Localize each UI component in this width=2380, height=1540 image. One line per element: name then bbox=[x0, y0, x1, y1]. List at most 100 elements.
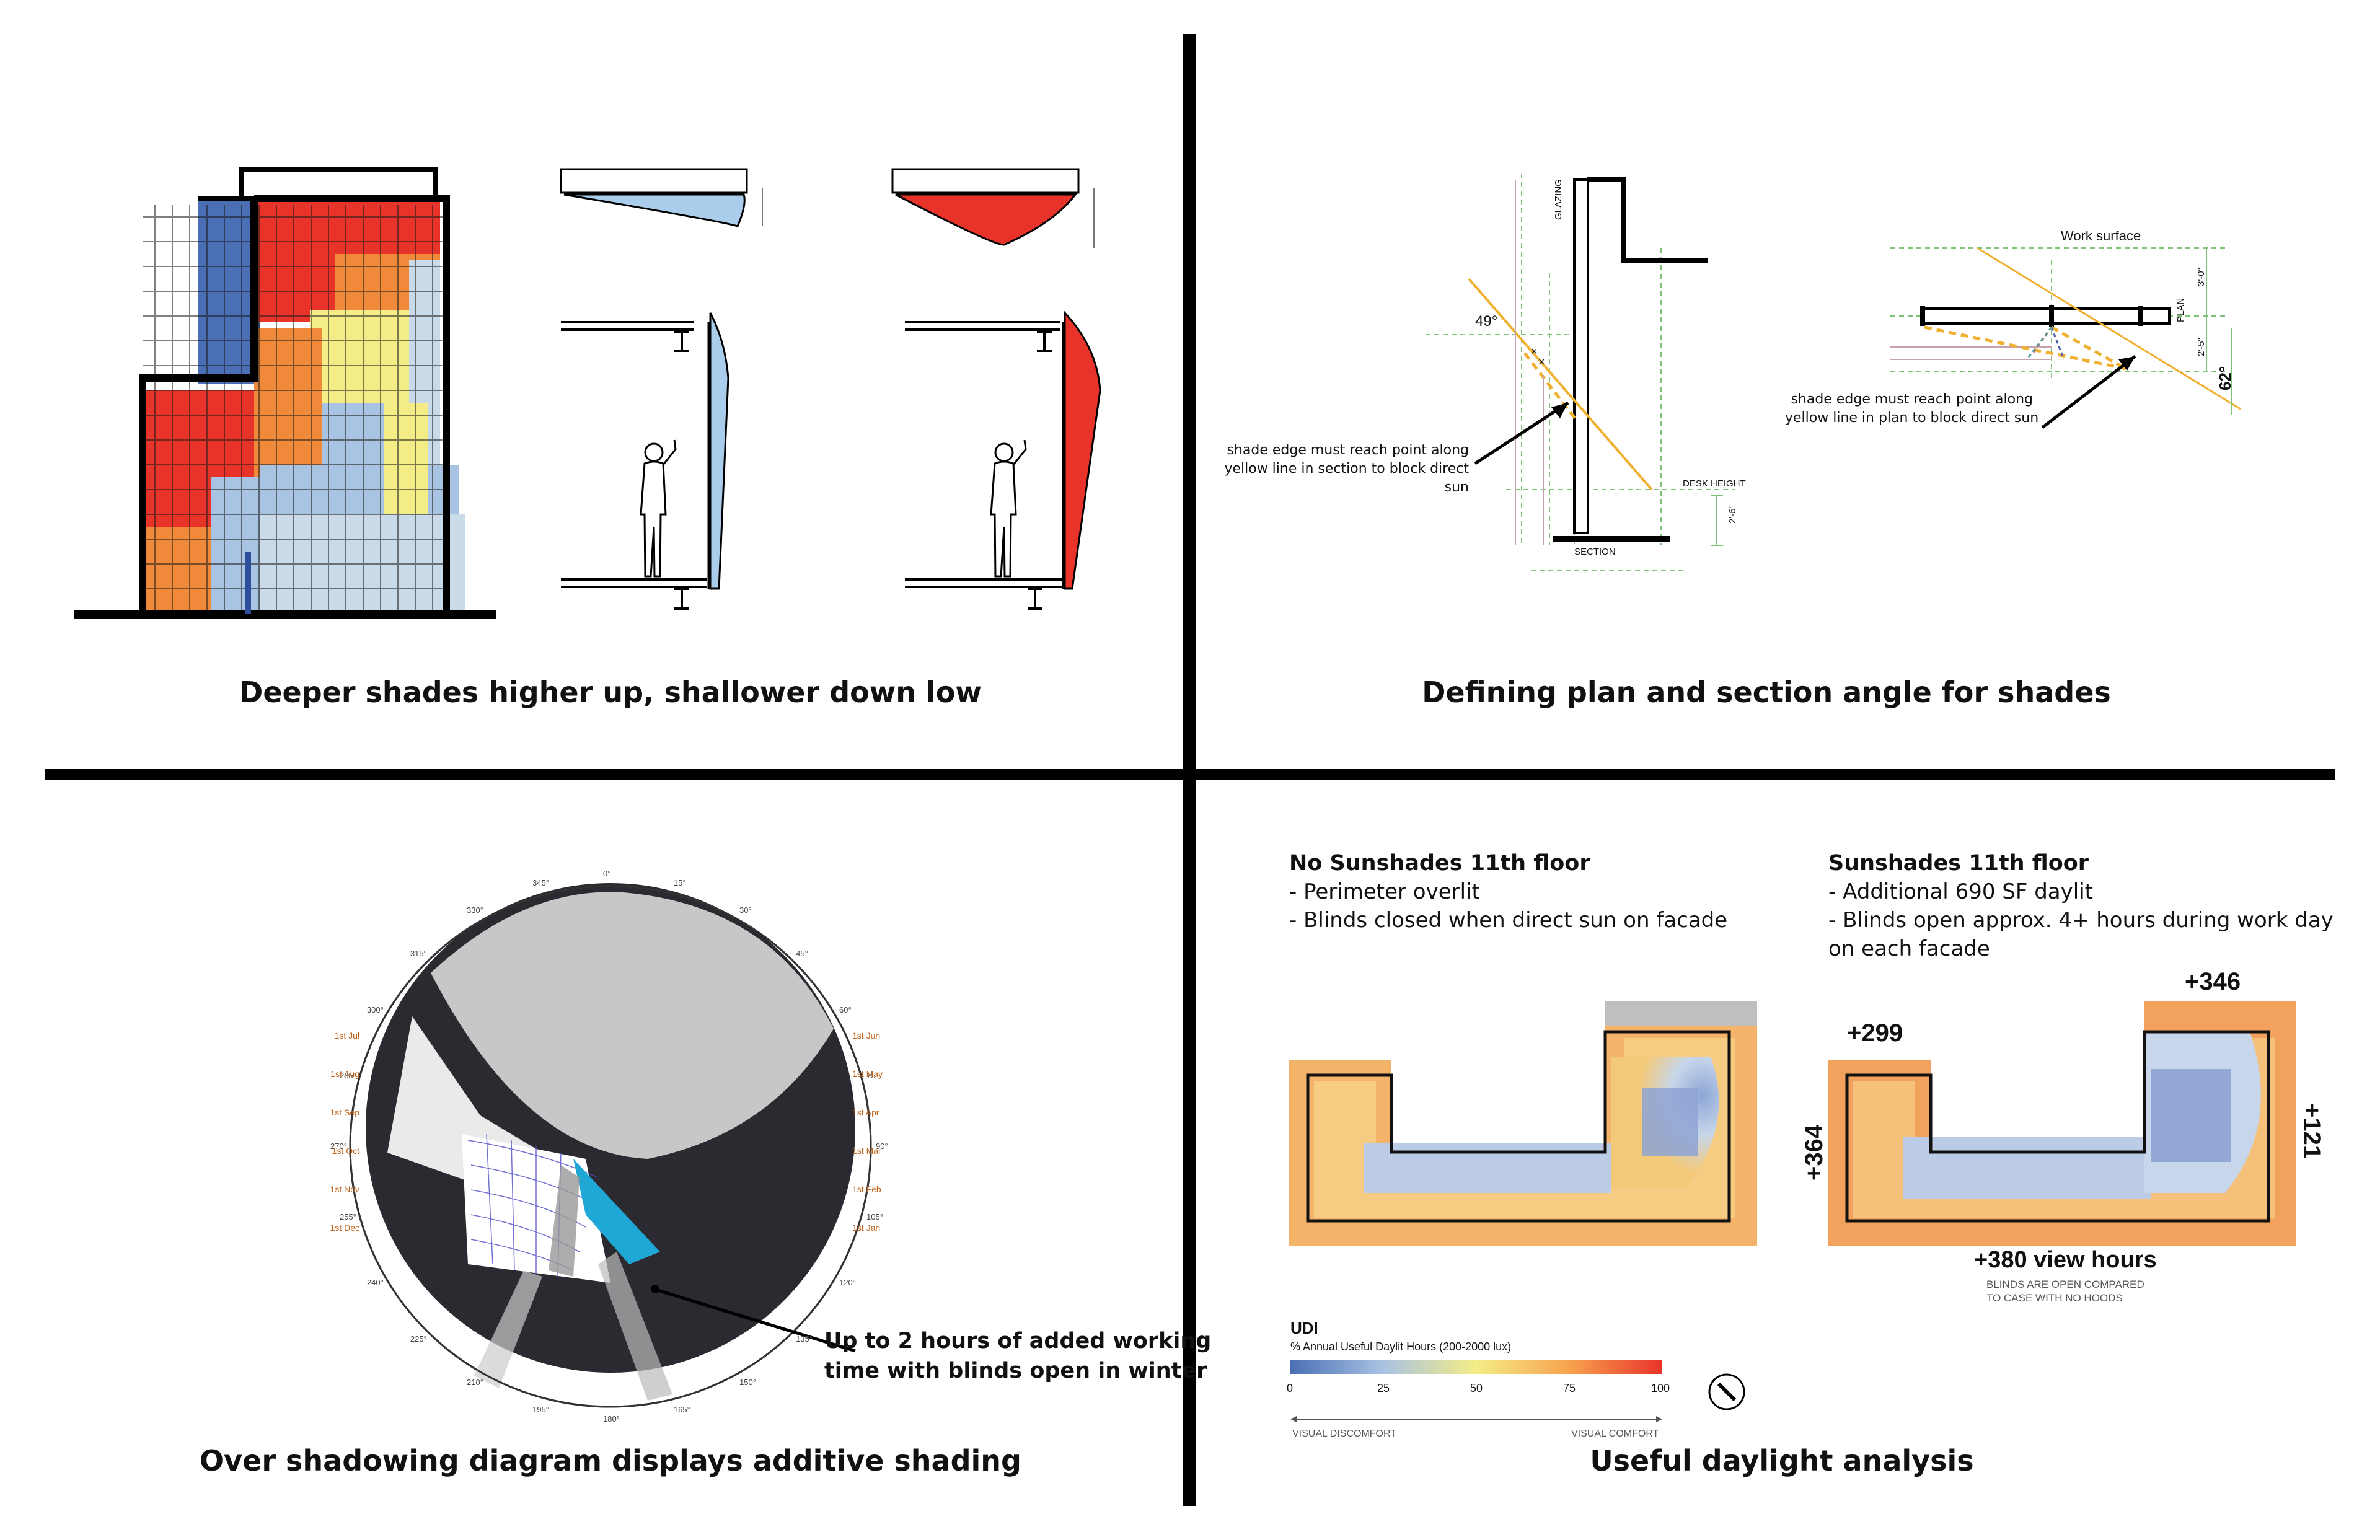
sunshades-bullet: - Blinds open approx. 4+ hours during wo… bbox=[1828, 908, 2334, 933]
visual-discomfort-label: VISUAL DISCOMFORT bbox=[1292, 1428, 1397, 1439]
north-arrow-icon bbox=[1708, 1373, 1745, 1410]
date-label: 1st Nov bbox=[330, 1184, 359, 1194]
caption-top-right: Defining plan and section angle for shad… bbox=[1422, 675, 2111, 709]
compass-degree-label: 330° bbox=[467, 905, 483, 915]
plan-dim-top: 3'-0" bbox=[2196, 268, 2206, 286]
compass-degree-label: 30° bbox=[739, 905, 752, 915]
deep-shade-detail bbox=[891, 168, 1101, 610]
obstruction-sky bbox=[431, 892, 834, 1159]
udi-legend-title: UDI bbox=[1290, 1319, 1318, 1337]
callout-line-1: Up to 2 hours of added working bbox=[824, 1329, 1212, 1353]
compass-degree-label: 15° bbox=[673, 878, 686, 887]
compass-degree-label: 60° bbox=[839, 1005, 852, 1014]
no-sunshades-bullet: - Perimeter overlit bbox=[1289, 879, 1480, 904]
shallow-shade-detail bbox=[560, 168, 763, 610]
udi-floorplan-no-sunshades bbox=[1289, 1001, 1757, 1246]
svg-text:×: × bbox=[1531, 345, 1538, 358]
plan-dim-bottom: 2'-5" bbox=[2196, 338, 2206, 356]
date-labels-left: 1st Jul 1st Aug 1st Sep 1st Oct 1st Nov … bbox=[322, 1016, 359, 1247]
overshadow-callout: Up to 2 hours of added working time with… bbox=[824, 1326, 1211, 1386]
compass-degree-label: 255° bbox=[339, 1212, 356, 1221]
compass-degree-label: 90° bbox=[876, 1142, 888, 1151]
date-label: 1st Dec bbox=[330, 1223, 359, 1233]
delta-bottom-note: BLINDS ARE OPEN COMPARED TO CASE WITH NO… bbox=[1986, 1278, 2144, 1305]
udi-color-bar bbox=[1290, 1360, 1662, 1374]
section-note: shade edge must reach point along yellow… bbox=[1215, 441, 1469, 497]
date-label: 1st Apr bbox=[852, 1107, 879, 1117]
delta-right: +121 bbox=[2298, 1103, 2325, 1159]
delta-top-right: +346 bbox=[2185, 968, 2241, 995]
sunshades-notes: Sunshades 11th floor - Additional 690 SF… bbox=[1828, 849, 2334, 963]
shade-plan-top bbox=[560, 168, 748, 194]
date-label: 1st Sep bbox=[330, 1107, 359, 1117]
compass-degree-label: 150° bbox=[739, 1378, 756, 1388]
compass-degree-label: 45° bbox=[796, 948, 808, 958]
compass-degree-label: 270° bbox=[330, 1142, 347, 1151]
sunshades-bullet: on each facade bbox=[1828, 936, 1990, 961]
section-angle-label: 49° bbox=[1475, 313, 1498, 330]
human-figure-1 bbox=[640, 439, 677, 578]
section-sun-line bbox=[1468, 278, 1653, 491]
date-label: 1st Oct bbox=[332, 1146, 359, 1156]
deep-fin bbox=[1064, 310, 1101, 590]
overshadowing-sun-path-diagram bbox=[349, 883, 872, 1408]
added-shading-highlight bbox=[573, 1159, 660, 1264]
section-dim-label: 2'-6" bbox=[1727, 505, 1738, 524]
compass-degree-label: 195° bbox=[532, 1405, 549, 1414]
caption-bottom-right: Useful daylight analysis bbox=[1590, 1444, 1974, 1477]
date-label: 1st May bbox=[852, 1069, 883, 1079]
compass-degree-label: 210° bbox=[467, 1378, 483, 1388]
shallow-fin bbox=[709, 312, 729, 590]
plan-note-line-1: shade edge must reach point along bbox=[1791, 392, 2034, 407]
section-note-line-1: shade edge must reach point along bbox=[1227, 442, 1470, 458]
no-sunshades-title: No Sunshades 11th floor bbox=[1289, 851, 1590, 876]
plan-sun-line bbox=[1977, 247, 2241, 410]
plan-note-line-2: yellow line in plan to block direct sun bbox=[1785, 410, 2039, 426]
plan-angle-diagram bbox=[1890, 247, 2241, 429]
compass-degree-label: 285° bbox=[339, 1071, 356, 1081]
plan-desk bbox=[1920, 307, 2171, 325]
bottom-note-line: BLINDS ARE OPEN COMPARED bbox=[1986, 1278, 2144, 1290]
udi-floorplan-sunshades bbox=[1828, 1001, 2296, 1246]
udi-tick: 25 bbox=[1377, 1382, 1390, 1394]
compass-degree-label: 165° bbox=[673, 1405, 690, 1414]
caption-top-left: Deeper shades higher up, shallower down … bbox=[239, 675, 982, 709]
shallow-shade-profile bbox=[563, 193, 746, 227]
glazing-wall bbox=[1573, 178, 1589, 534]
udi-tick: 50 bbox=[1470, 1382, 1483, 1394]
date-label: 1st Aug bbox=[330, 1069, 359, 1079]
compass-degree-label: 105° bbox=[866, 1212, 883, 1221]
date-label: 1st Mar bbox=[852, 1146, 881, 1156]
compass-degree-label: 180° bbox=[603, 1414, 620, 1423]
human-figure-2 bbox=[990, 439, 1027, 578]
svg-text:×: × bbox=[1538, 356, 1545, 368]
building-elevation-heatmap bbox=[74, 167, 496, 619]
section-note-line-3: sun bbox=[1444, 480, 1469, 495]
date-label: 1st Feb bbox=[852, 1184, 881, 1194]
delta-top-left: +299 bbox=[1847, 1019, 1903, 1047]
compass-degree-label: 240° bbox=[366, 1278, 384, 1287]
compass-degree-label: 225° bbox=[410, 1334, 427, 1344]
plan-angle-label: 62° bbox=[2216, 366, 2234, 390]
compass-degree-label: 75° bbox=[866, 1071, 879, 1081]
section-angle-diagram: × × bbox=[1426, 174, 1735, 571]
sunshades-bullet: - Additional 690 SF daylit bbox=[1828, 879, 2093, 904]
visual-comfort-label: VISUAL COMFORT bbox=[1571, 1428, 1659, 1439]
section-note-line-2: yellow line in section to block direct bbox=[1224, 461, 1469, 477]
caption-bottom-left: Over shadowing diagram displays additive… bbox=[200, 1444, 1021, 1477]
callout-line-2: time with blinds open in winter bbox=[824, 1358, 1207, 1383]
horizontal-divider bbox=[45, 769, 2335, 780]
delta-left: +364 bbox=[1800, 1124, 1828, 1181]
section-label: SECTION bbox=[1574, 547, 1616, 557]
glazing-label: GLAZING bbox=[1553, 179, 1564, 220]
desk-height-label: DESK HEIGHT bbox=[1683, 478, 1746, 489]
no-sunshades-bullet: - Blinds closed when direct sun on facad… bbox=[1289, 908, 1728, 933]
deep-shade-profile bbox=[895, 193, 1078, 246]
date-label: 1st Jun bbox=[852, 1031, 881, 1041]
date-label: 1st Jan bbox=[852, 1223, 881, 1233]
bottom-note-line: TO CASE WITH NO HOODS bbox=[1986, 1292, 2123, 1304]
udi-tick: 75 bbox=[1563, 1382, 1576, 1394]
shade-plan-top-2 bbox=[891, 168, 1080, 194]
compass-degree-label: 120° bbox=[839, 1278, 856, 1287]
work-surface-label: Work surface bbox=[2061, 228, 2141, 244]
